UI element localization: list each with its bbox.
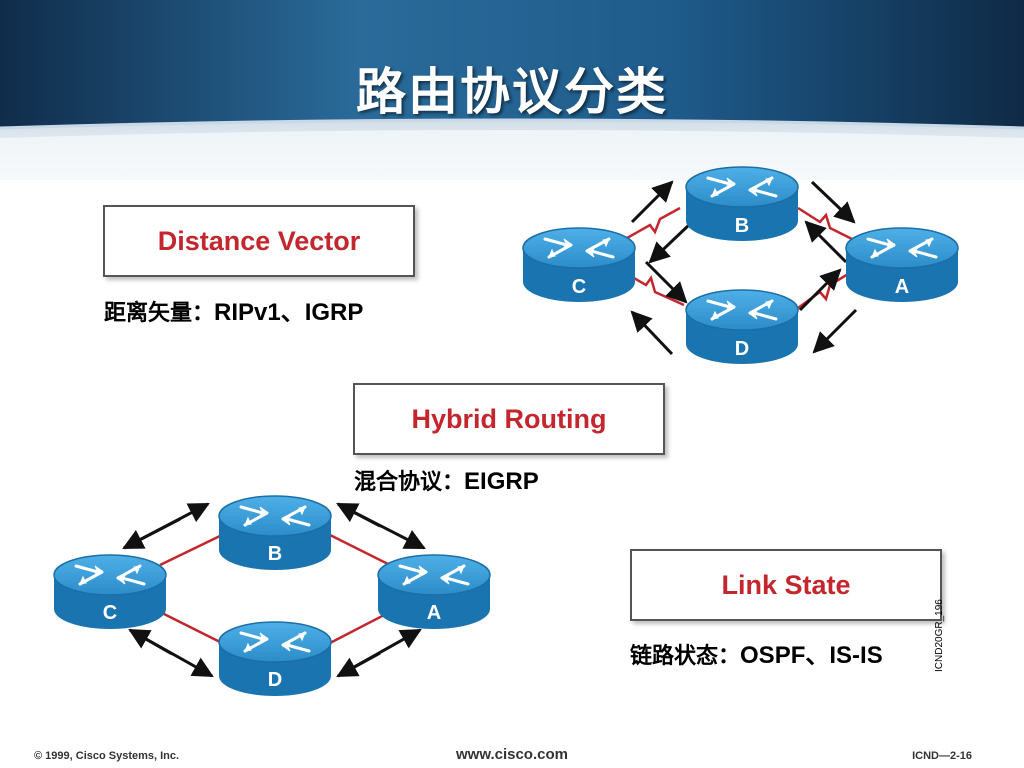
link-c-d — [619, 268, 685, 307]
title-banner — [0, 0, 1024, 180]
svg-text:D: D — [268, 669, 282, 691]
hybrid-routing-label: Hybrid Routing — [411, 403, 607, 434]
router-d-2: D — [217, 620, 333, 698]
link-b-a — [797, 206, 859, 244]
hybrid-routing-protocols: EIGRP — [464, 468, 539, 495]
arrow-b-a-2-back — [336, 502, 381, 528]
hybrid-routing-box: Hybrid Routing — [353, 383, 665, 455]
svg-text:C: C — [103, 602, 117, 624]
distance-vector-label: Distance Vector — [157, 225, 361, 256]
svg-text:B: B — [268, 543, 282, 565]
arrow-c-d-2-back — [128, 628, 173, 656]
router-d: D — [684, 288, 800, 366]
distance-vector-caption-zh: 距离矢量： — [104, 301, 215, 326]
router-c-2: C — [52, 553, 168, 631]
svg-text:D: D — [735, 338, 749, 360]
router-b-2: B — [217, 494, 333, 572]
arrow-a-to-b — [804, 220, 848, 264]
router-b: B — [684, 165, 800, 243]
arrow-b-to-c — [648, 222, 692, 264]
link-state-caption: 链路状态：OSPF、IS-IS — [630, 635, 883, 670]
hybrid-routing-caption: 混合协议：EIGRP — [354, 464, 539, 496]
link-state-protocols: OSPF、IS-IS — [740, 642, 883, 669]
link-c-b — [619, 206, 681, 244]
link-state-label: Link State — [721, 569, 851, 600]
arrow-c-b-2-back — [122, 517, 181, 550]
footer-url[interactable]: www.cisco.com — [456, 746, 568, 763]
arrow-c-to-d — [644, 260, 688, 304]
link-c-d-2 — [159, 610, 223, 645]
distance-vector-caption: 距离矢量：RIPv1、IGRP — [104, 292, 363, 327]
svg-text:A: A — [895, 276, 909, 298]
router-a: A — [844, 226, 960, 304]
footer-page-number: ICND—2-16 — [912, 750, 972, 762]
svg-text:C: C — [572, 276, 586, 298]
svg-text:A: A — [427, 602, 441, 624]
arrow-d-a-2-back — [336, 651, 381, 678]
link-state-box: Link State — [630, 549, 942, 621]
distance-vector-box: Distance Vector — [103, 205, 415, 277]
router-a-2: A — [376, 553, 492, 631]
arrow-b-to-a — [810, 180, 856, 224]
distance-vector-protocols: RIPv1、IGRP — [214, 299, 364, 326]
link-c-b-2 — [159, 533, 223, 567]
arrow-a-to-d — [812, 308, 858, 354]
svg-text:B: B — [735, 215, 749, 237]
hybrid-routing-caption-zh: 混合协议： — [354, 470, 465, 495]
link-b-a-2 — [329, 533, 391, 567]
link-state-caption-zh: 链路状态： — [630, 644, 741, 669]
slide-title: 路由协议分类 — [356, 63, 668, 121]
arrow-d-to-a — [798, 268, 842, 312]
arrow-c-to-b — [630, 180, 674, 224]
link-d-a-2 — [329, 610, 391, 645]
router-c: C — [521, 226, 637, 304]
footer-copyright: © 1999, Cisco Systems, Inc. — [34, 750, 180, 762]
arrow-d-to-c — [630, 310, 674, 356]
